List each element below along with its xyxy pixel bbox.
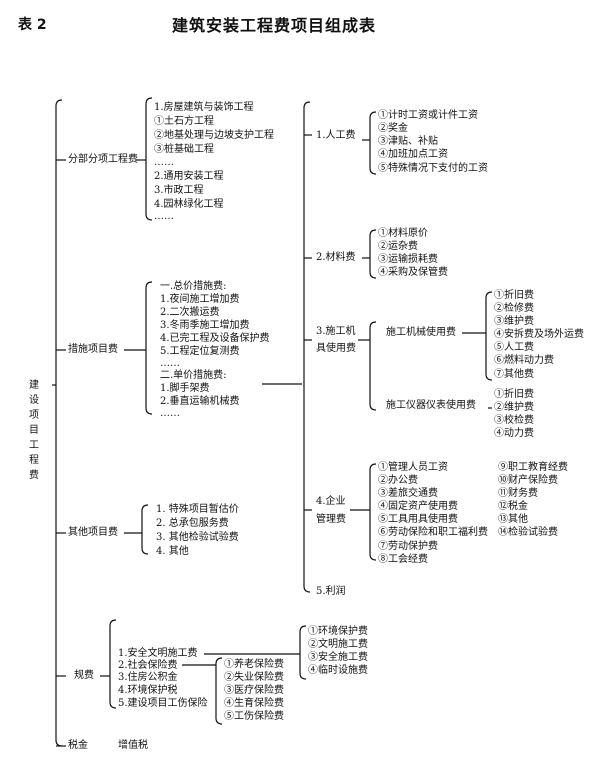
branch-label-subdivision: 分部分项工程费 xyxy=(68,154,138,165)
list-item: ④采购及保管费 xyxy=(378,267,448,278)
list-item: ②维护费 xyxy=(494,402,534,413)
list-item: ①土石方工程 xyxy=(154,116,214,127)
list-item: 2.通用安装工程 xyxy=(154,171,224,182)
list-item: ④动力费 xyxy=(494,428,534,439)
list-item: ②地基处理与边坡支护工程 xyxy=(154,130,274,141)
root-brace xyxy=(55,99,63,747)
branch-label-other: 其他项目费 xyxy=(68,527,118,538)
list-item: ②失业保险费 xyxy=(224,672,284,683)
list-item: ④临时设施费 xyxy=(308,665,368,676)
list-item: 1.脚手架费 xyxy=(160,383,210,394)
list-item: ②运杂费 xyxy=(378,241,418,252)
list-item: 1. 特殊项目暂估价 xyxy=(156,504,239,515)
list-item: ⑬其他 xyxy=(498,514,528,525)
branch-label-measures: 措施项目费 xyxy=(68,344,118,355)
branch-label-tax: 税金 xyxy=(68,740,88,751)
list-item: ③差旅交通费 xyxy=(378,488,438,499)
machinery-label: 施工机械使用费 xyxy=(386,327,456,338)
list-item: ④固定资产使用费 xyxy=(378,501,458,512)
list-item: ①计时工资或计件工资 xyxy=(378,110,478,121)
list-item: …… xyxy=(160,408,180,419)
list-item: 3.住房公积金 xyxy=(118,672,178,683)
list-item: 2. 总承包服务费 xyxy=(156,518,229,529)
list-item: ①材料原价 xyxy=(378,228,428,239)
list-item: ⑫税金 xyxy=(498,501,528,512)
list-item: 4.已完工程及设备保护费 xyxy=(160,333,270,344)
page-title: 建筑安装工程费项目组成表 xyxy=(172,16,377,35)
list-item: ⑥劳动保险和职工福利费 xyxy=(378,527,488,538)
list-item: ①管理人员工资 xyxy=(378,462,448,473)
list-item: 4.环境保护税 xyxy=(118,685,178,696)
list-item: ⑤工伤保险费 xyxy=(224,711,284,722)
list-item: ⑦其他费 xyxy=(494,369,534,380)
list-item: ④生育保险费 xyxy=(224,698,284,709)
labor-label: 1.人工费 xyxy=(316,130,356,141)
material-label: 2.材料费 xyxy=(316,252,356,263)
list-item: ⑤人工费 xyxy=(494,342,534,353)
list-item: 3.冬雨季施工增加费 xyxy=(160,320,250,331)
tax-item: 增值税 xyxy=(118,740,148,751)
list-item: ①养老保险费 xyxy=(224,659,284,670)
list-item: ⑩财产保险费 xyxy=(498,475,558,486)
list-item: 3. 其他检验试验费 xyxy=(156,532,239,543)
root-label: 建设项目工程费 xyxy=(29,380,39,481)
list-item: ②检修费 xyxy=(494,303,534,314)
list-item: 4. 其他 xyxy=(156,546,189,557)
list-item: ②办公费 xyxy=(378,475,418,486)
list-item: 1.安全文明施工费 xyxy=(118,648,198,659)
list-item: …… xyxy=(160,358,180,369)
management-label-line1: 4.企业 xyxy=(316,496,346,507)
list-item: ⑭检验试验费 xyxy=(498,527,558,538)
list-item: 5.工程定位复测费 xyxy=(160,346,240,357)
management-label-line2: 管理费 xyxy=(316,514,346,525)
list-item: ⑤特殊情况下支付的工资 xyxy=(378,163,488,174)
list-item: ③安全施工费 xyxy=(308,652,368,663)
list-item: ⑥燃料动力费 xyxy=(494,355,554,366)
list-item: 1.夜间施工增加费 xyxy=(160,294,240,305)
list-item: ⑧工会经费 xyxy=(378,554,428,565)
list-item: ③维护费 xyxy=(494,316,534,327)
list-item: ③医疗保险费 xyxy=(224,685,284,696)
list-item: 2.二次搬运费 xyxy=(160,307,220,318)
list-item: ③校检费 xyxy=(494,415,534,426)
list-item: ⑪财务费 xyxy=(498,488,538,499)
list-item: …… xyxy=(154,157,174,168)
list-item: ④加班加点工资 xyxy=(378,149,448,160)
list-item: ④安拆费及场外运费 xyxy=(494,329,584,340)
list-item: 1.房屋建筑与装饰工程 xyxy=(154,102,254,113)
list-item: ③桩基础工程 xyxy=(154,144,214,155)
profit-label: 5.利润 xyxy=(316,586,346,597)
list-item: ⑤工具用具使用费 xyxy=(378,514,458,525)
list-item: 一.总价措施费: xyxy=(160,281,227,292)
list-item: ⑨职工教育经费 xyxy=(498,462,568,473)
list-item: 2.垂直运输机械费 xyxy=(160,396,240,407)
list-item: …… xyxy=(154,211,174,222)
table-label: 表 2 xyxy=(18,17,47,33)
list-item: ②奖金 xyxy=(378,123,408,134)
list-item: ①折旧费 xyxy=(494,389,534,400)
list-item: ①折旧费 xyxy=(494,290,534,301)
list-item: 2.社会保险费 xyxy=(118,660,178,671)
list-item: ②文明施工费 xyxy=(308,639,368,650)
machine-label-line2: 具使用费 xyxy=(316,343,356,354)
list-item: ①环境保护费 xyxy=(308,626,368,637)
list-item: ③运输损耗费 xyxy=(378,254,438,265)
list-item: 二.单价措施费: xyxy=(160,370,227,381)
list-item: 3.市政工程 xyxy=(154,185,204,196)
machine-label-line1: 3.施工机 xyxy=(316,326,356,337)
list-item: 4.园林绿化工程 xyxy=(154,199,224,210)
list-item: 5.建设项目工伤保险 xyxy=(118,698,208,709)
instrument-label: 施工仪器仪表使用费 xyxy=(386,400,476,411)
list-item: ⑦劳动保护费 xyxy=(378,541,438,552)
list-item: ③津贴、补贴 xyxy=(378,136,438,147)
branch-label-fees: 规费 xyxy=(74,670,94,681)
